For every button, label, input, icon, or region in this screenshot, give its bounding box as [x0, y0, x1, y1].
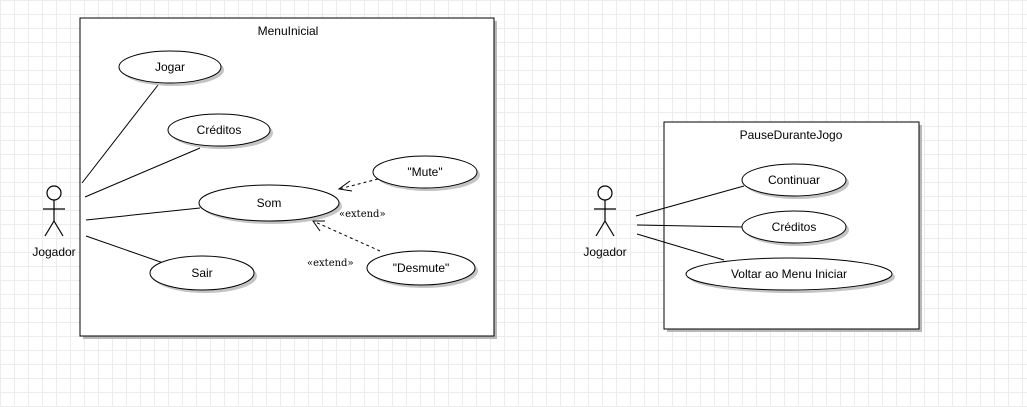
use-case-label: Sair: [191, 266, 212, 280]
association-line-som: [85, 207, 201, 221]
actor-jogador-menu[interactable]: Jogador: [32, 185, 76, 259]
use-case-label: Jogar: [155, 60, 185, 74]
use-case-label: "Mute": [407, 165, 442, 179]
association-line-creditos: [636, 224, 744, 228]
use-case-label: Som: [257, 196, 282, 210]
use-case-sair[interactable]: Sair: [149, 255, 257, 293]
use-case-label: Créditos: [772, 220, 817, 234]
actor-leg-right: [53, 220, 64, 237]
actor-label: Jogador: [583, 245, 626, 259]
actor-head-icon: [46, 185, 62, 201]
use-case-mute[interactable]: "Mute": [372, 155, 480, 191]
extend-label-mute: «extend»: [339, 209, 386, 220]
use-case-label: "Desmute": [393, 261, 450, 275]
use-case-creditos[interactable]: Créditos: [167, 113, 273, 149]
use-case-label: Voltar ao Menu Iniciar: [731, 267, 847, 281]
associations-pause: [635, 185, 745, 261]
extend-label-desmute: «extend»: [307, 258, 354, 269]
actor-jogador-pause[interactable]: Jogador: [583, 185, 627, 259]
association-line-continuar: [635, 185, 745, 217]
use-case-creditos-pause[interactable]: Créditos: [741, 210, 849, 246]
use-case-desmute[interactable]: "Desmute": [366, 250, 478, 288]
use-case-label: Créditos: [197, 123, 242, 137]
actor-head-icon: [597, 185, 613, 201]
actor-leg-left: [44, 220, 55, 237]
actor-leg-left: [595, 220, 606, 237]
associations-menu-inicial: [81, 84, 201, 267]
use-case-jogar[interactable]: Jogar: [118, 50, 224, 86]
association-line-jogar: [81, 84, 159, 184]
association-line-sair: [85, 235, 173, 267]
system-title: PauseDuranteJogo: [740, 128, 843, 142]
extend-line-mute: [338, 178, 379, 190]
extend-arrowhead-mute: [337, 180, 353, 192]
association-line-creditos: [84, 147, 201, 198]
use-case-som[interactable]: Som: [198, 184, 342, 224]
actor-leg-right: [604, 220, 615, 237]
use-case-voltar-menu[interactable]: Voltar ao Menu Iniciar: [685, 257, 895, 293]
use-case-continuar[interactable]: Continuar: [741, 163, 849, 199]
actor-label: Jogador: [32, 245, 75, 259]
system-title: MenuInicial: [258, 24, 319, 38]
extend-arrowhead-desmute: [312, 220, 325, 232]
association-line-voltar: [636, 233, 725, 261]
extend-line-desmute: [312, 220, 381, 252]
extend-relationships: «extend» «extend»: [307, 178, 386, 269]
use-case-label: Continuar: [768, 173, 820, 187]
